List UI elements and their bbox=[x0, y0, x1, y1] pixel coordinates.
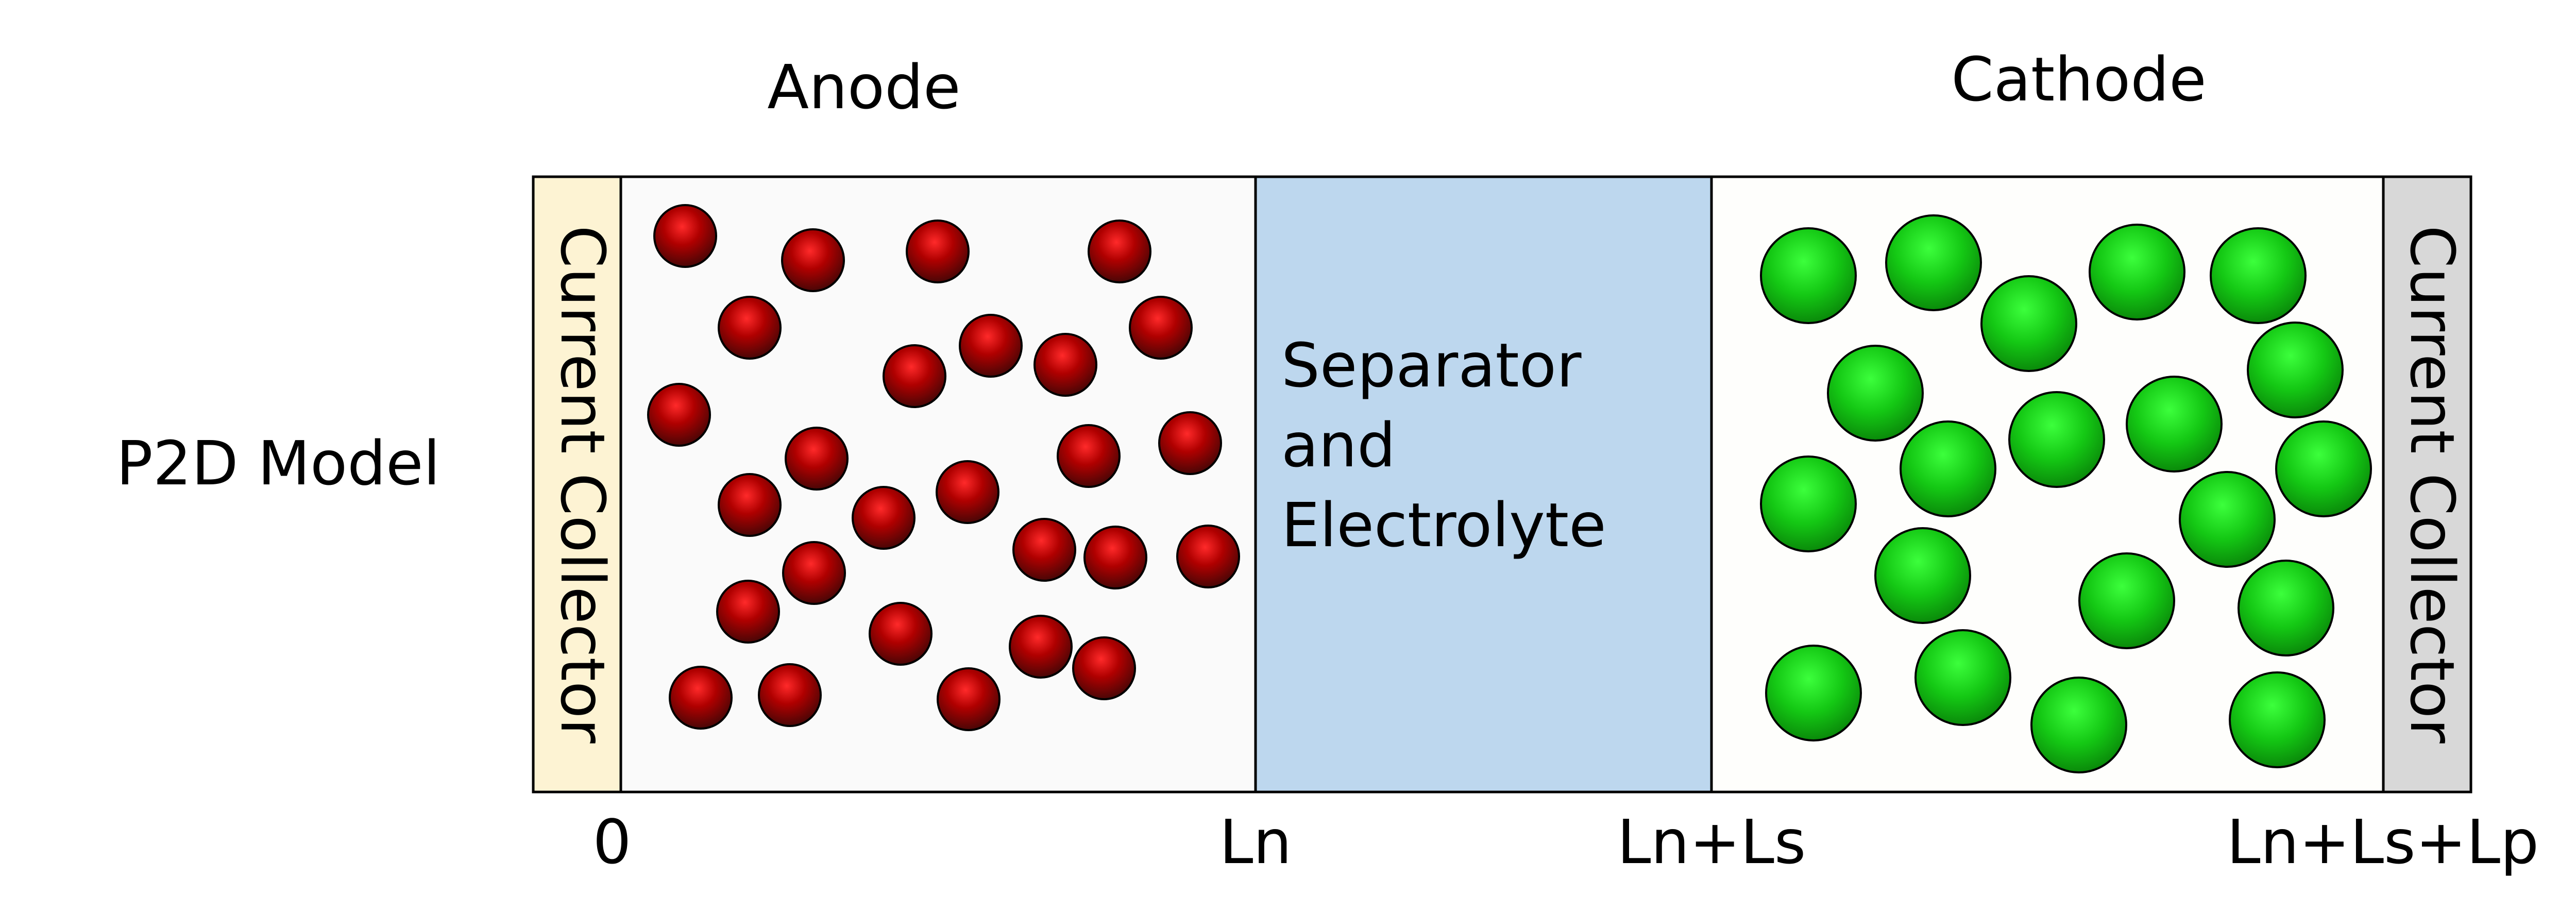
separator-label-line-1: Separator bbox=[1281, 330, 1582, 401]
cathode-particle bbox=[2078, 552, 2175, 649]
cathode-particle bbox=[1760, 455, 1857, 552]
anode-particles bbox=[647, 204, 1240, 731]
left-current-collector bbox=[532, 175, 622, 794]
axis-label-ln: Ln bbox=[1219, 806, 1292, 878]
anode-particle bbox=[782, 541, 846, 605]
anode-particle bbox=[937, 667, 1001, 731]
anode-particle bbox=[1057, 424, 1121, 488]
anode-particle bbox=[1083, 526, 1147, 589]
anode-particle bbox=[1072, 636, 1136, 700]
cathode-particle bbox=[1827, 345, 1924, 442]
cathode-particle bbox=[1980, 275, 2077, 372]
axis-label-origin: 0 bbox=[592, 806, 631, 878]
anode-particle bbox=[669, 666, 733, 730]
separator-label-line-2: and bbox=[1281, 410, 1396, 481]
anode-particle bbox=[852, 486, 916, 550]
cathode-particle bbox=[2210, 227, 2307, 324]
anode-particle bbox=[1176, 525, 1240, 588]
anode-particle bbox=[906, 220, 970, 283]
cathode-particle bbox=[1760, 227, 1857, 324]
anode-particle bbox=[1012, 518, 1076, 582]
cathode-particle bbox=[2238, 560, 2334, 656]
cathode-particle bbox=[2089, 224, 2185, 320]
cathode-particle bbox=[2275, 420, 2372, 517]
model-label: P2D Model bbox=[116, 428, 440, 499]
cathode-particle bbox=[1885, 214, 1982, 311]
separator-region bbox=[1254, 175, 1713, 794]
cathode-particles bbox=[1760, 214, 2372, 773]
anode-particle bbox=[716, 580, 780, 644]
anode-particle bbox=[936, 460, 999, 524]
anode-particle bbox=[1158, 411, 1222, 475]
cathode-particle bbox=[2008, 391, 2105, 488]
anode-particle bbox=[653, 204, 717, 268]
right-current-collector-label: Current Collector bbox=[2397, 225, 2468, 744]
right-current-collector bbox=[2382, 175, 2472, 794]
anode-particle bbox=[781, 228, 845, 292]
anode-title: Anode bbox=[767, 52, 960, 123]
cathode-particle bbox=[1914, 629, 2011, 726]
anode-particle bbox=[883, 344, 946, 408]
cathode-particle bbox=[1765, 645, 1862, 741]
anode-particle bbox=[718, 473, 782, 537]
anode-particle bbox=[718, 296, 782, 360]
anode-particle bbox=[1033, 333, 1097, 397]
cathode-particle bbox=[2030, 677, 2127, 773]
cathode-particle bbox=[1874, 527, 1971, 624]
cathode-particle bbox=[2229, 671, 2326, 768]
anode-particle bbox=[1088, 220, 1151, 283]
cathode-particle bbox=[1900, 420, 1996, 517]
anode-particle bbox=[758, 663, 822, 727]
anode-particle bbox=[647, 383, 711, 447]
cathode-particle bbox=[2179, 471, 2276, 568]
cathode-particle bbox=[2126, 376, 2223, 473]
axis-label-ln-ls: Ln+Ls bbox=[1617, 806, 1806, 878]
anode-particle bbox=[1129, 296, 1193, 360]
anode-particle bbox=[959, 314, 1023, 378]
anode-particle bbox=[869, 602, 933, 666]
separator-label-line-3: Electrolyte bbox=[1281, 490, 1606, 561]
anode-particle bbox=[1009, 615, 1073, 679]
cathode-particle bbox=[2247, 322, 2344, 418]
left-current-collector-label: Current Collector bbox=[547, 225, 618, 744]
cathode-title: Cathode bbox=[1951, 44, 2206, 115]
axis-label-ln-ls-lp: Ln+Ls+Lp bbox=[2227, 806, 2539, 878]
anode-particle bbox=[785, 427, 849, 491]
